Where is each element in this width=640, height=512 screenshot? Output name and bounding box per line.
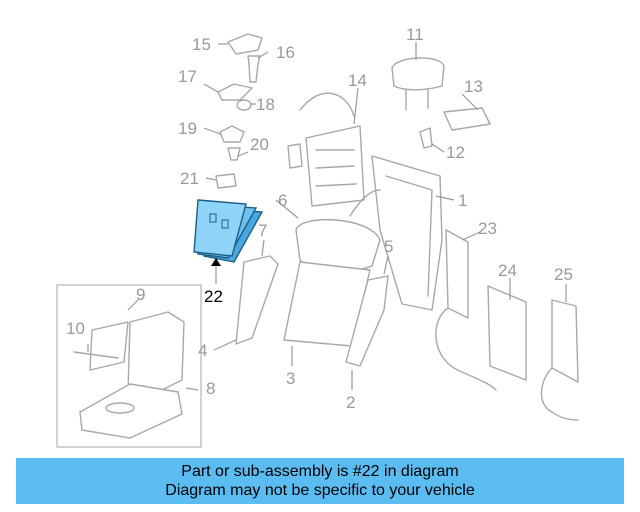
callout-21: 21 [180,169,199,188]
banner-line-disclaimer: Diagram may not be specific to your vehi… [165,482,475,499]
callout-16: 16 [276,43,295,62]
callout-22: 22 [204,287,223,306]
part-17 [217,83,253,101]
callout-18: 18 [256,95,275,114]
part-25-pad [540,299,579,421]
callout-1: 1 [458,191,467,210]
part-14-frame [287,92,365,207]
part-7-cover [235,255,279,345]
callout-5: 5 [384,237,393,256]
part-6-back-pad [283,219,381,347]
leader-lines [87,42,567,391]
callout-10: 10 [66,319,85,338]
callout-14: 14 [348,71,367,90]
part-19 [219,125,245,143]
callout-3: 3 [286,369,295,388]
callout-9: 9 [136,285,145,304]
part-5-cover [345,275,389,367]
info-banner: Part or sub-assembly is #22 in diagram D… [16,458,624,504]
part-13 [443,107,491,131]
callout-7: 7 [258,221,267,240]
part-18 [236,99,252,111]
inset-seat-cushion [73,311,185,439]
callout-2: 2 [346,393,355,412]
part-23-wiring [435,229,497,391]
callout-15: 15 [192,35,211,54]
callout-13: 13 [464,77,483,96]
part-20 [227,147,241,161]
callout-23: 23 [478,219,497,238]
part-24-pad [487,285,527,381]
part-11-headrest [391,57,445,111]
callout-labels: 1 2 3 4 5 6 7 8 9 10 11 12 13 14 15 16 1… [66,25,573,412]
callout-20: 20 [250,135,269,154]
part-22-panel-front [193,199,247,257]
callout-25: 25 [554,265,573,284]
callout-24: 24 [498,261,517,280]
arrowhead-22 [211,258,221,266]
part-15 [227,33,263,55]
part-16 [247,55,261,83]
callout-6: 6 [278,191,287,210]
callout-12: 12 [446,143,465,162]
callout-4: 4 [198,341,207,360]
parts-diagram: 1 2 3 4 5 6 7 8 9 10 11 12 13 14 15 16 1… [56,25,579,448]
part-22-highlighted [193,199,264,263]
inset-frame [56,284,202,448]
callout-11: 11 [406,25,424,44]
part-21 [215,173,237,189]
part-12 [419,127,433,149]
part-1-seat-back-frame [349,155,443,311]
callout-17: 17 [178,67,197,86]
callout-19: 19 [178,119,197,138]
banner-line-part-number: Part or sub-assembly is #22 in diagram [181,463,459,480]
callout-8: 8 [206,379,215,398]
